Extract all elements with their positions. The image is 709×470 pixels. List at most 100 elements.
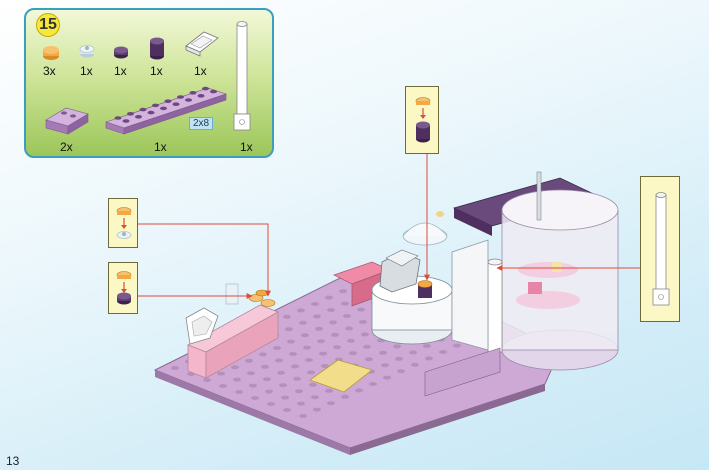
connector-lines: [138, 152, 640, 299]
stud: [297, 401, 305, 406]
stud: [293, 376, 301, 381]
stud: [407, 338, 415, 342]
stud: [341, 301, 349, 306]
stud: [325, 388, 333, 393]
stud: [261, 364, 269, 369]
base-plate-studs: [171, 282, 489, 418]
stud: [269, 321, 277, 326]
stud: [389, 319, 397, 324]
stud: [421, 331, 429, 336]
stud: [405, 325, 413, 330]
stud: [247, 371, 255, 376]
stud: [419, 319, 427, 324]
stud: [481, 330, 489, 335]
cash-register: [379, 251, 421, 293]
stud: [341, 394, 349, 399]
base-plate-side: [155, 370, 350, 455]
stud: [197, 94, 205, 98]
stud: [177, 95, 184, 99]
placed-purple-brick: [417, 280, 433, 298]
stud: [147, 110, 155, 115]
stud: [327, 401, 335, 406]
stud: [210, 89, 217, 94]
stud: [323, 376, 331, 381]
stud: [465, 324, 473, 329]
stud: [243, 346, 251, 351]
stud: [373, 313, 381, 318]
stud: [307, 370, 315, 375]
part-qty: 1x: [154, 140, 167, 154]
white-slope-panel-icon: [185, 31, 219, 57]
stud: [135, 115, 142, 119]
orange-round-plate-icon: [43, 46, 59, 60]
stud: [139, 107, 147, 112]
stud: [343, 314, 351, 318]
stud: [251, 396, 259, 400]
stud: [203, 378, 211, 382]
stud: [391, 332, 399, 336]
stud: [355, 295, 363, 300]
stud: [425, 356, 433, 361]
stud: [333, 345, 341, 350]
stud: [213, 346, 221, 351]
stud: [263, 377, 271, 382]
parts-list-panel: 15: [24, 8, 274, 158]
pole: [536, 171, 542, 221]
stud: [387, 307, 395, 312]
stud: [433, 312, 441, 317]
stud: [383, 375, 391, 380]
stud: [199, 353, 207, 358]
stud: [381, 363, 389, 368]
stud: [275, 358, 283, 363]
sub-callout-purple-plate: [108, 262, 138, 314]
stud: [255, 327, 263, 332]
stud: [351, 363, 359, 368]
part-qty: 1x: [150, 64, 163, 78]
stud: [353, 376, 361, 380]
stud: [313, 407, 321, 412]
stud: [355, 388, 363, 393]
stud: [337, 370, 345, 374]
stud: [122, 119, 130, 123]
stud: [321, 364, 329, 368]
stud: [201, 365, 209, 370]
stud: [369, 288, 377, 293]
stud: [467, 337, 475, 342]
pink-counter: [187, 304, 279, 353]
stud: [331, 332, 339, 337]
sub-callout-white-pillar: [640, 176, 680, 322]
stud: [233, 377, 241, 382]
clear-cup: [225, 283, 239, 305]
page-number: 13: [6, 454, 20, 468]
stud: [295, 389, 303, 394]
parts-illustrations: [43, 21, 251, 135]
plate-studs: [114, 86, 217, 123]
step-number-badge: 15: [36, 13, 60, 37]
stud: [335, 357, 343, 362]
stud: [363, 344, 371, 349]
stud: [291, 364, 299, 369]
stud: [397, 369, 405, 374]
stud: [259, 352, 267, 357]
stud: [257, 340, 265, 344]
stud: [371, 301, 379, 306]
stud: [187, 372, 195, 376]
stud: [219, 384, 227, 388]
stud: [303, 345, 311, 350]
stud: [273, 346, 281, 350]
stud: [329, 320, 337, 325]
stud: [367, 369, 375, 374]
stud: [377, 338, 385, 343]
stud: [453, 343, 461, 348]
purple-round-plate-icon: [114, 46, 128, 59]
part-qty: 1x: [114, 64, 127, 78]
yellow-tile: [309, 359, 373, 393]
stud: [281, 395, 289, 400]
stud: [401, 300, 409, 305]
stud: [311, 395, 319, 400]
stud: [297, 308, 305, 313]
stud: [299, 320, 307, 325]
stud: [271, 333, 279, 338]
white-panel: [185, 307, 219, 345]
stud: [359, 320, 367, 324]
